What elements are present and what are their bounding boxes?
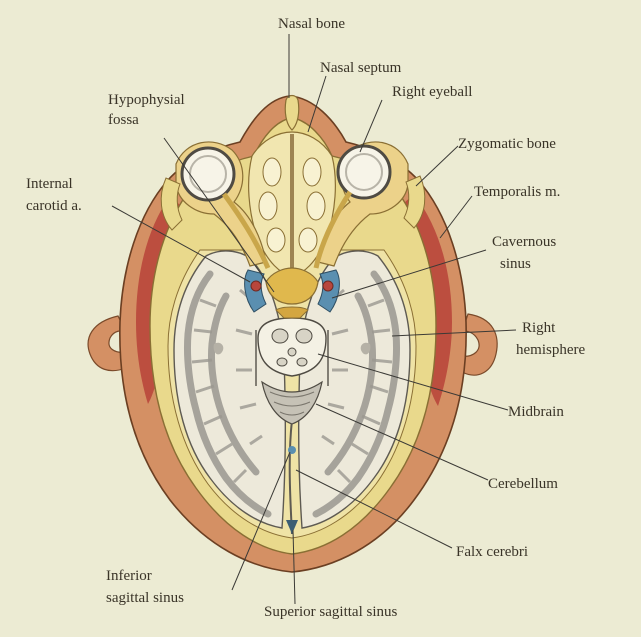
label-nasal-septum: Nasal septum bbox=[320, 60, 402, 76]
label-cavernous-sinus-1: Cavernous bbox=[492, 234, 556, 250]
label-superior-sagittal: Superior sagittal sinus bbox=[264, 604, 397, 620]
label-inferior-sagittal-1: Inferior bbox=[106, 568, 152, 584]
label-inferior-sagittal-2: sagittal sinus bbox=[106, 590, 184, 606]
label-right-hemisphere-1: Right bbox=[522, 320, 556, 336]
label-zygomatic-bone: Zygomatic bone bbox=[458, 136, 556, 152]
label-hypophysial-fossa-1: Hypophysial bbox=[108, 92, 185, 108]
label-hypophysial-fossa-2: fossa bbox=[108, 112, 139, 128]
label-right-eyeball: Right eyeball bbox=[392, 84, 472, 100]
label-cerebellum: Cerebellum bbox=[488, 476, 558, 492]
label-internal-carotid-1: Internal bbox=[26, 176, 73, 192]
label-nasal-bone: Nasal bone bbox=[278, 16, 345, 32]
label-falx-cerebri: Falx cerebri bbox=[456, 544, 528, 560]
label-temporalis: Temporalis m. bbox=[474, 184, 560, 200]
label-right-hemisphere-2: hemisphere bbox=[516, 342, 585, 358]
label-internal-carotid-2: carotid a. bbox=[26, 198, 82, 214]
label-cavernous-sinus-2: sinus bbox=[500, 256, 531, 272]
label-midbrain: Midbrain bbox=[508, 404, 564, 420]
